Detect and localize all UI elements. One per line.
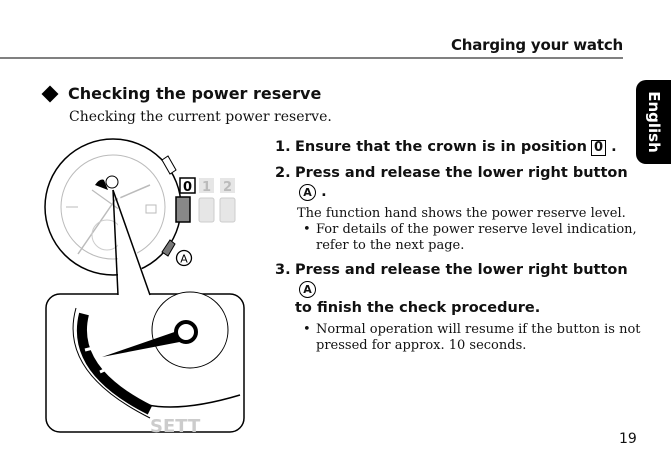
callout-zoom: SETT xyxy=(45,189,245,437)
page-number: 19 xyxy=(619,431,637,447)
step-3: 3. Press and release the lower right but… xyxy=(275,261,645,318)
watch-case xyxy=(44,138,182,276)
section-title-text: Checking the power reserve xyxy=(68,84,322,103)
section-subtitle: Checking the current power reserve. xyxy=(69,109,332,125)
watch-illustration: 0 1 2 A SETT xyxy=(44,138,245,437)
crown-position-1: 1 xyxy=(202,180,211,195)
step-number: 1. xyxy=(275,139,291,155)
step-text-cont: to finish the check procedure. xyxy=(295,300,541,316)
button-a-label: A xyxy=(175,249,193,267)
step-number: 2. xyxy=(275,165,291,181)
step-suffix: . xyxy=(611,139,617,155)
power-reserve-subdial-small xyxy=(95,175,119,190)
header-title: Charging your watch xyxy=(450,36,623,54)
step-text: Press and release the lower right button xyxy=(295,262,628,278)
bullet-text: Normal operation will resume if the butt… xyxy=(316,322,641,353)
button-a-symbol: A xyxy=(299,281,316,298)
step-2-body: The function hand shows the power reserv… xyxy=(297,206,645,254)
crown xyxy=(161,155,191,257)
bullet-item: •For details of the power reserve level … xyxy=(303,222,645,254)
crown-position-indicators: 0 1 2 xyxy=(179,177,236,223)
step-3-body: •Normal operation will resume if the but… xyxy=(297,322,645,354)
step-suffix: . xyxy=(321,184,327,200)
crown-position-symbol: 0 xyxy=(590,140,607,156)
crown-position-0: 0 xyxy=(183,180,192,195)
step-text: Press and release the lower right button xyxy=(295,165,628,181)
step-body-text: The function hand shows the power reserv… xyxy=(297,206,626,221)
button-a-letter: A xyxy=(180,253,188,266)
step-number: 3. xyxy=(275,262,291,278)
bullet-item: •Normal operation will resume if the but… xyxy=(303,322,645,354)
bullet-text: For details of the power reserve level i… xyxy=(316,222,637,253)
dial-text: SETT xyxy=(150,416,201,437)
language-tab-label: English xyxy=(644,91,663,153)
step-text: Ensure that the crown is in position xyxy=(295,139,587,155)
crown-position-2: 2 xyxy=(223,180,232,195)
language-tab: English xyxy=(636,80,671,164)
header-divider xyxy=(0,57,623,59)
button-a-symbol: A xyxy=(299,184,316,201)
step-2: 2. Press and release the lower right but… xyxy=(275,164,645,202)
section-title: Checking the power reserve xyxy=(41,84,322,103)
